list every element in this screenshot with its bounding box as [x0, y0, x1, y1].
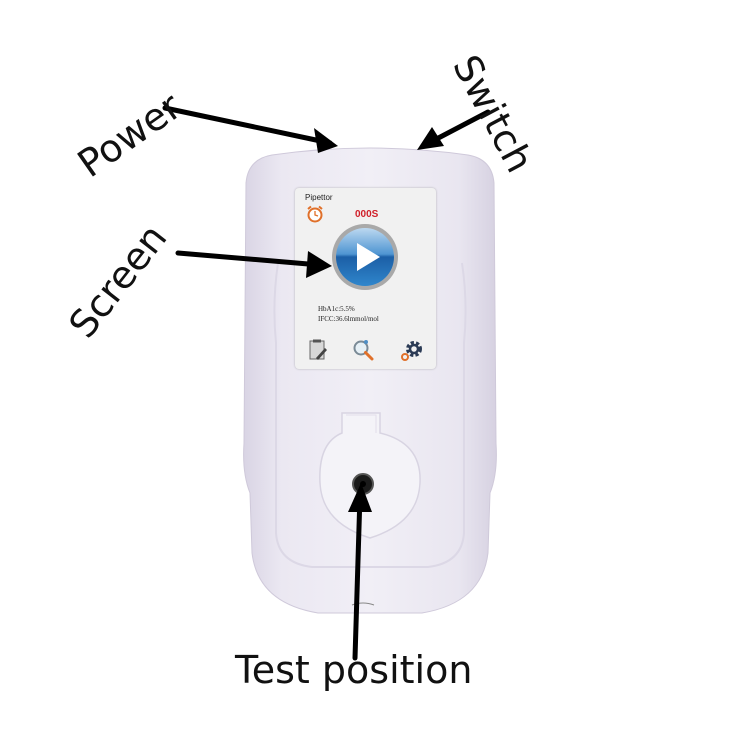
hba1c-result: HbA1c:5.5%: [318, 305, 355, 313]
ifcc-result: IFCC:36.6lmmol/mol: [318, 315, 379, 323]
screen-title: Pipettor: [305, 193, 333, 202]
play-icon[interactable]: [330, 222, 400, 292]
alarm-clock-icon: [307, 205, 323, 223]
notepad-icon[interactable]: [308, 339, 328, 361]
test-position-label: Test position: [235, 648, 473, 692]
timer-display: 000S: [355, 209, 379, 220]
device-screen: Pipettor 000S HbA1c:5.5% IFCC:36.6lmmol/…: [295, 188, 436, 369]
settings-gear-icon[interactable]: [400, 338, 424, 362]
search-icon[interactable]: [352, 339, 374, 361]
